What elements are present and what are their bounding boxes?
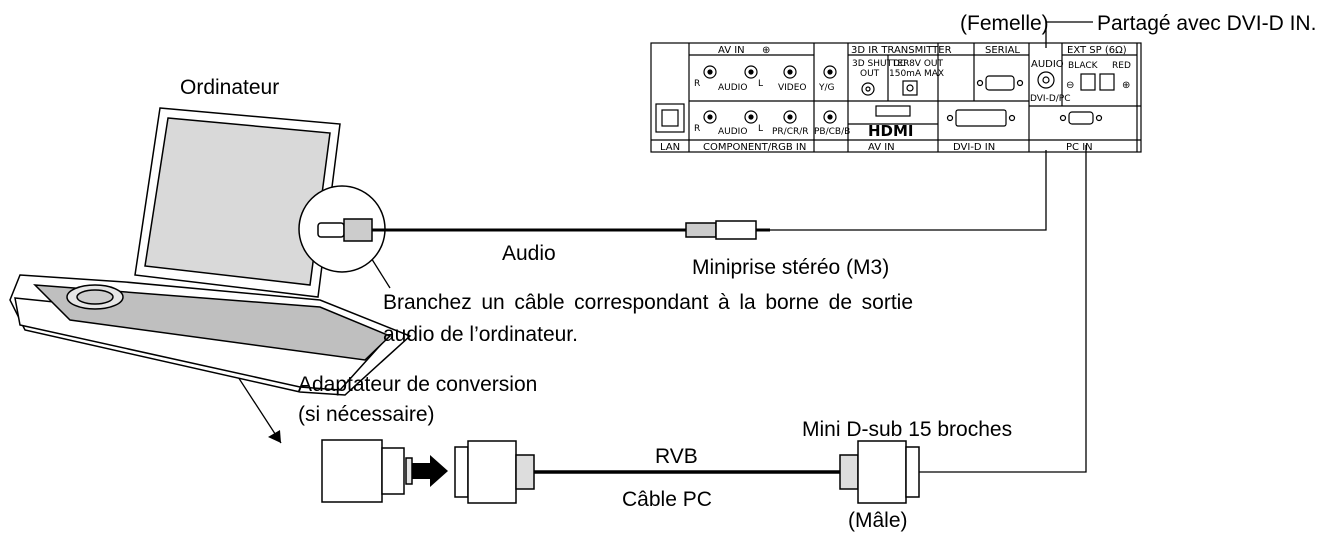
adapter-label: Adaptateur de conversion <box>298 373 538 396</box>
audio-small-top: AUDIO <box>718 83 747 93</box>
input-symbol: ⊕ <box>762 45 770 56</box>
audio-small-bottom: AUDIO <box>718 127 747 137</box>
rgb-cable <box>454 440 920 504</box>
svg-text:⊖: ⊖ <box>1066 80 1074 91</box>
hdmi-logo: HDMI <box>868 122 914 140</box>
component-rgb-in-label: COMPONENT/RGB IN <box>703 142 806 153</box>
arrow-head-icon <box>268 430 281 443</box>
dvi-pc-label: DVI-D/PC <box>1030 94 1071 104</box>
stereo-plug-label: Miniprise stéréo (M3) <box>692 256 890 279</box>
ir-transmitter-label: 3D IR TRANSMITTER <box>851 45 952 56</box>
pb-label: PB/CB/B <box>814 127 850 137</box>
laptop-icon <box>9 107 412 396</box>
shutter-label-2: OUT <box>860 69 880 79</box>
audio-panel-label: AUDIO <box>1031 59 1064 70</box>
l-label-top: L <box>758 79 763 89</box>
black-label: BLACK <box>1068 61 1099 71</box>
pc-in-label: PC IN <box>1066 142 1093 153</box>
terminal-panel <box>650 42 1142 153</box>
shared-note: Partagé avec DVI-D IN. <box>1097 12 1317 35</box>
av-in-label: AV IN <box>718 45 745 56</box>
video-label: VIDEO <box>778 83 807 93</box>
ext-sp-label: EXT SP (6Ω) <box>1067 45 1127 56</box>
pr-label: PR/CR/R <box>772 127 809 137</box>
svg-text:⊕: ⊕ <box>1122 80 1130 91</box>
dc-out-label-1: DC 8V OUT <box>893 59 943 69</box>
y-g-label: Y/G <box>818 83 835 93</box>
lan-port-icon <box>655 103 685 133</box>
adapter-icon <box>321 439 413 503</box>
r-label-bottom: R <box>694 124 700 134</box>
lan-label: LAN <box>660 142 680 153</box>
insert-arrow-icon <box>412 455 448 487</box>
panel-connectors: ⊖ ⊕ <box>655 65 1130 133</box>
adapter-note: (si nécessaire) <box>298 403 435 426</box>
l-label-bottom: L <box>758 124 763 134</box>
audio-cable-note: Branchez un câble correspondant à la bor… <box>383 291 913 346</box>
audio-cable <box>298 185 770 273</box>
computer-label: Ordinateur <box>180 76 280 99</box>
r-label-top: R <box>694 79 700 89</box>
male-label: (Mâle) <box>848 509 908 532</box>
av-in-bottom-label: AV IN <box>868 142 895 153</box>
shutter-label-1: 3D SHUTTER <box>852 59 909 69</box>
pc-cable-label: Câble PC <box>622 488 712 511</box>
female-label: (Femelle) <box>960 12 1049 35</box>
serial-label: SERIAL <box>985 45 1020 56</box>
audio-label: Audio <box>502 242 556 265</box>
red-label: RED <box>1112 61 1131 71</box>
dc-out-label-2: 150mA MAX <box>889 69 944 79</box>
dvi-d-in-label: DVI-D IN <box>953 142 995 153</box>
rgb-label: RVB <box>655 445 698 468</box>
dsub-label: Mini D-sub 15 broches <box>802 418 1013 441</box>
